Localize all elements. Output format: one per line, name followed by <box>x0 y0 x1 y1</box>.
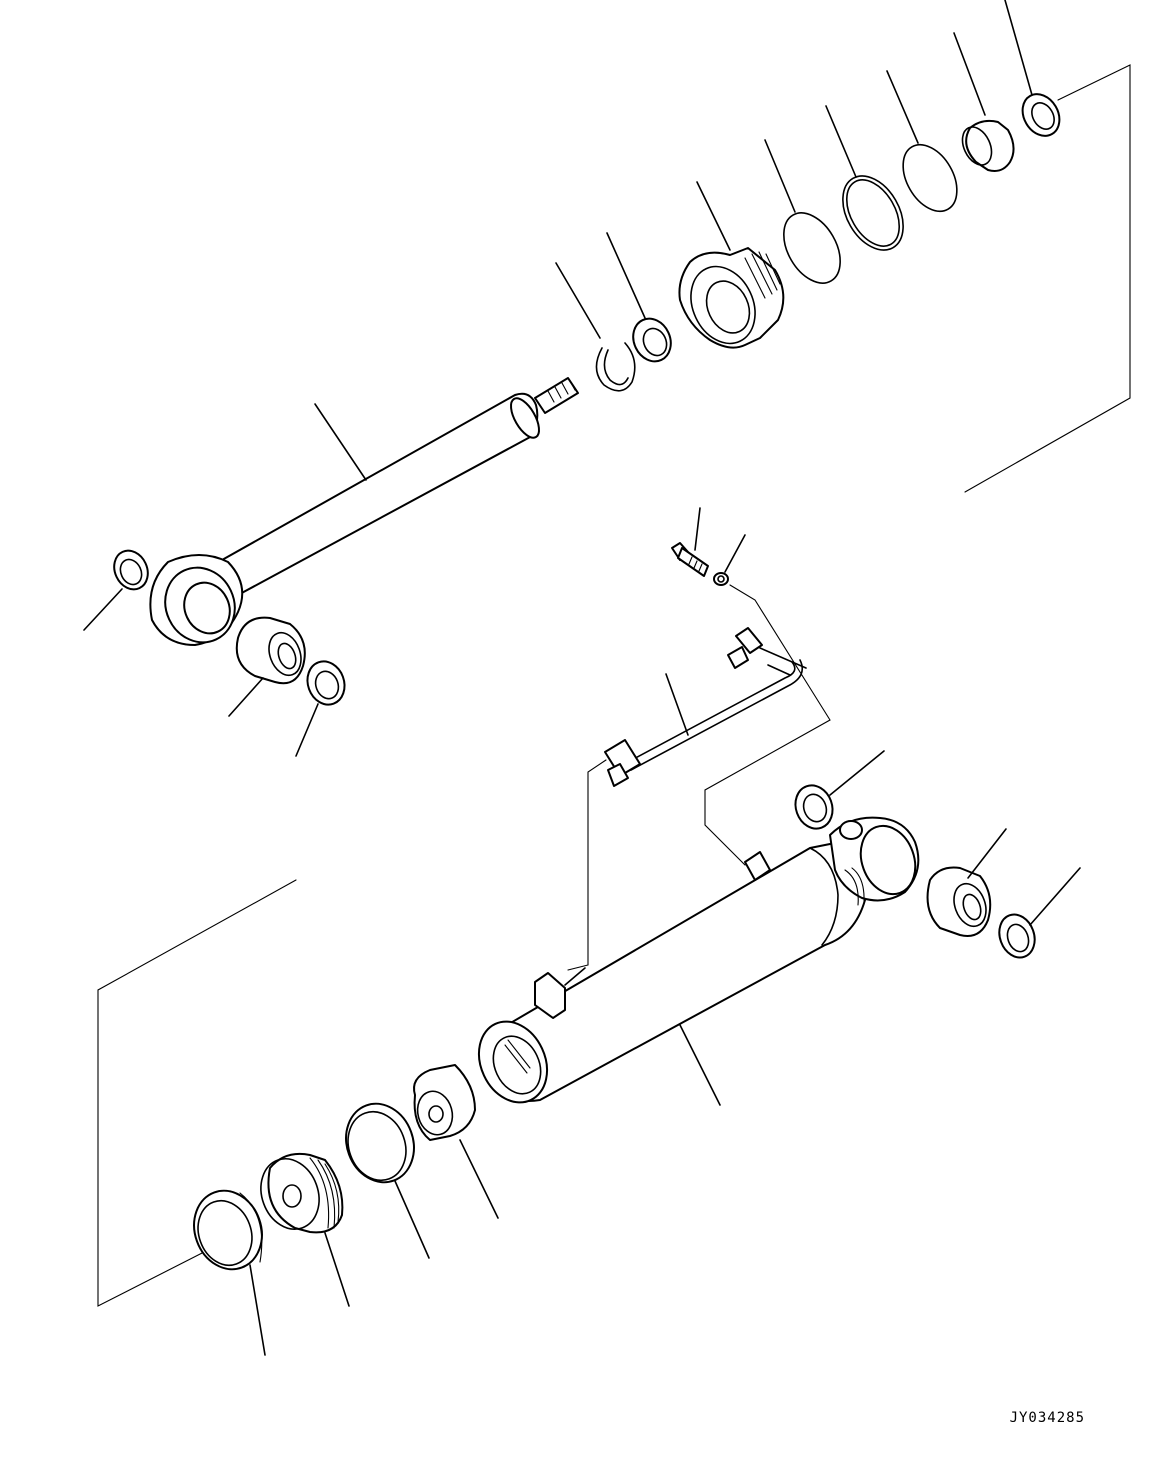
buffer-ring <box>1015 87 1066 142</box>
cylinder-tube <box>466 818 924 1114</box>
dust-seal <box>626 312 677 367</box>
piston <box>251 1151 342 1238</box>
leader-lines <box>84 0 1080 1355</box>
rod-packing <box>957 121 1014 171</box>
rod-dust-seal-left <box>108 545 154 595</box>
rod-dust-seal-right <box>302 656 351 710</box>
assembly-bracket-rod <box>965 65 1130 492</box>
washer <box>714 573 728 585</box>
piston-rod <box>150 378 578 654</box>
bolt <box>672 543 708 576</box>
backup-ring <box>830 165 915 260</box>
o-ring-1 <box>772 203 852 293</box>
cylinder-dust-seal-right <box>994 910 1041 963</box>
assembly-bracket-piping <box>568 585 830 970</box>
piston-ring <box>335 1094 424 1192</box>
nut <box>413 1065 475 1140</box>
wear-ring <box>183 1181 272 1279</box>
rod-bushing <box>237 618 307 684</box>
snap-ring <box>596 343 634 391</box>
cylinder-dust-seal-top <box>790 780 839 834</box>
figure-code: JY034285 <box>1009 1410 1085 1426</box>
grease-tube <box>605 628 806 786</box>
cylinder-bushing <box>928 868 992 937</box>
assembly-bracket-cylinder <box>98 880 296 1306</box>
cylinder-head <box>679 248 783 354</box>
o-ring-2 <box>892 135 968 220</box>
